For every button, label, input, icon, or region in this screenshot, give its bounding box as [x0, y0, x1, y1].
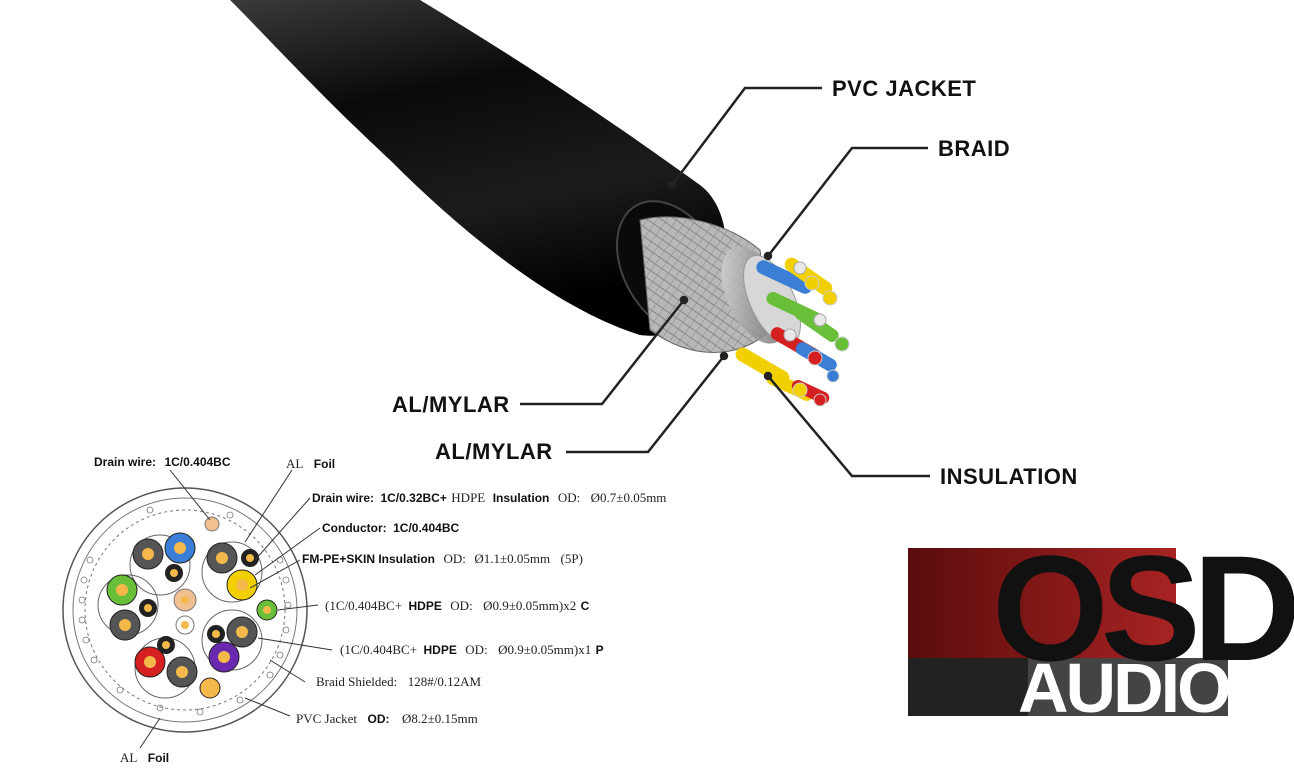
spec-2c: (1C/0.404BC+ HDPE OD: Ø0.9±0.05mm)x2 C	[325, 597, 590, 614]
spec-al-foil-bottom: AL Foil	[120, 749, 169, 766]
leader-pvc-jacket	[671, 86, 822, 186]
conductor-bundle	[735, 257, 850, 407]
spec-pvc-jacket: PVC Jacket OD: Ø8.2±0.15mm	[296, 710, 478, 727]
callout-insulation: INSULATION	[940, 464, 1078, 489]
spec-labels: Drain wire: 1C/0.404BC AL Foil Drain wir…	[94, 453, 666, 766]
callout-braid: BRAID	[938, 136, 1010, 161]
spec-al-foil-top: AL Foil	[286, 455, 335, 472]
leader-al-mylar-1	[520, 299, 685, 406]
cross-section-diagram	[62, 469, 333, 749]
logo-audio-text: AUDIO	[1018, 649, 1229, 727]
callout-lines	[520, 86, 930, 478]
spec-drain-wire-2: Drain wire: 1C/0.32BC+ HDPE Insulation O…	[312, 489, 666, 506]
spec-drain-wire-top: Drain wire: 1C/0.404BC	[94, 453, 231, 470]
leader-braid	[767, 146, 928, 257]
spec-conductor: Conductor: 1C/0.404BC	[322, 519, 459, 536]
leader-insulation	[767, 375, 930, 478]
cable-illustration	[230, 0, 850, 407]
spec-1p: (1C/0.404BC+ HDPE OD: Ø0.9±0.05mm)x1 P	[340, 641, 604, 658]
spec-fm-pe: FM-PE+SKIN Insulation OD: Ø1.1±0.05mm (5…	[302, 550, 583, 567]
callout-al-mylar-1: AL/MYLAR	[392, 392, 510, 417]
callout-al-mylar-2: AL/MYLAR	[435, 439, 553, 464]
leader-al-mylar-2	[566, 355, 725, 454]
callout-pvc-jacket: PVC JACKET	[832, 76, 976, 101]
logo-osd-text: OSD	[992, 524, 1294, 692]
pvc-jacket-body	[230, 0, 727, 336]
spec-braid-shielded: Braid Shielded: 128#/0.12AM	[316, 673, 481, 690]
osd-audio-logo: OSD AUDIO	[908, 524, 1294, 727]
